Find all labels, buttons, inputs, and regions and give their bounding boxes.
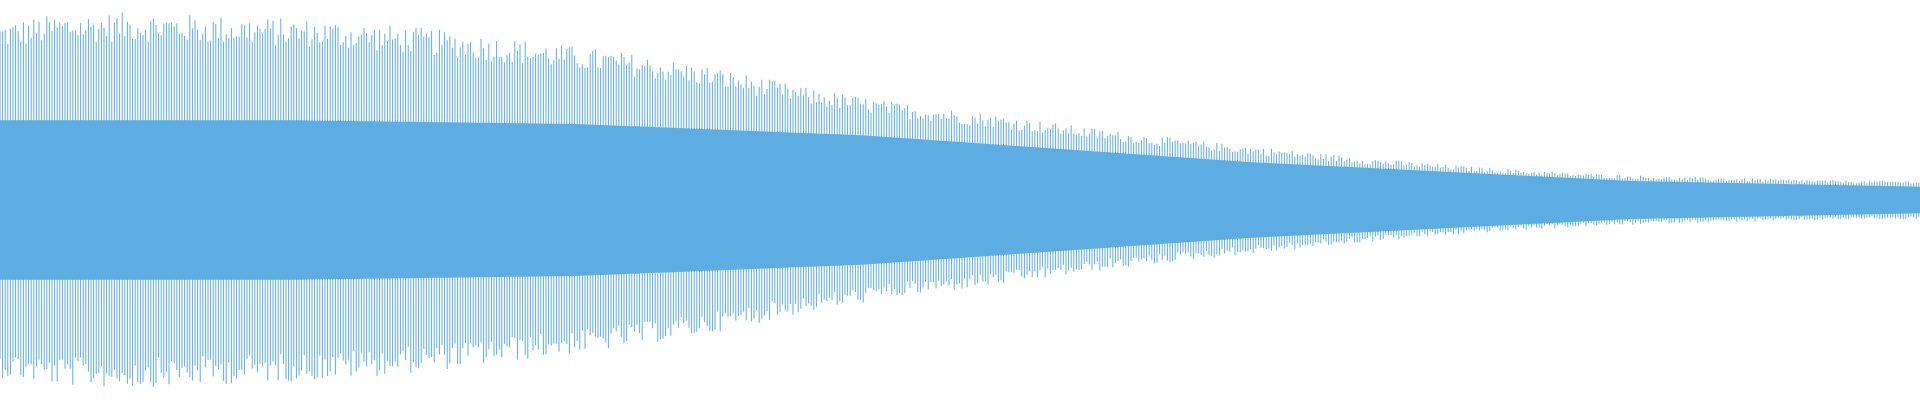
- waveform-core: [0, 120, 1920, 280]
